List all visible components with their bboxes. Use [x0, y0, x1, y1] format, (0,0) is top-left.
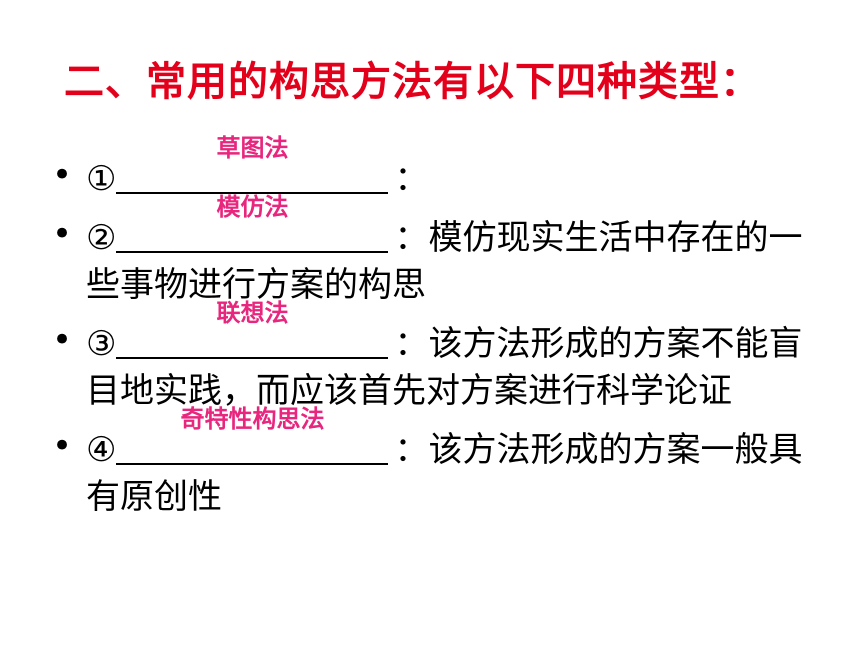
item-marker: ②: [86, 218, 117, 258]
item-description: 该方法形成的方案不能盲目地实践，而应该首先对方案进行科学论证: [86, 324, 803, 411]
slide-title: 二、常用的构思方法有以下四种类型：: [64, 59, 761, 105]
answer-blank: 联想法: [116, 299, 389, 359]
item-marker: ①: [86, 159, 117, 199]
bullet-icon: •: [51, 214, 73, 254]
bullet-icon: •: [51, 320, 73, 360]
list-item: • ③ 联想法 ：该方法形成的方案不能盲目地实践，而应该首先对方案进行科学论证: [50, 299, 810, 415]
item-colon: ：: [394, 430, 429, 470]
answer-blank: 草图法: [116, 134, 389, 194]
list-item: • ② 模仿法 ：模仿现实生活中存在的一些事物进行方案的构思: [50, 193, 810, 309]
answer-blank: 模仿法: [116, 193, 389, 253]
item-description: 该方法形成的方案一般具有原创性: [86, 430, 803, 517]
answer-text: 联想法: [216, 299, 289, 327]
answer-text: 草图法: [216, 134, 289, 162]
item-colon: ：: [394, 159, 429, 199]
item-colon: ：: [394, 324, 429, 364]
item-description: 模仿现实生活中存在的一些事物进行方案的构思: [86, 218, 803, 305]
list-item: • ① 草图法 ：: [50, 134, 810, 203]
bullet-icon: •: [51, 155, 73, 195]
item-marker: ③: [86, 324, 117, 364]
answer-text: 奇特性构思法: [180, 405, 325, 433]
list-item: • ④ 奇特性构思法 ：该方法形成的方案一般具有原创性: [50, 405, 810, 521]
item-colon: ：: [394, 218, 429, 258]
answer-blank: 奇特性构思法: [116, 405, 389, 465]
bullet-icon: •: [51, 426, 73, 466]
item-marker: ④: [86, 430, 117, 470]
answer-text: 模仿法: [216, 193, 289, 221]
